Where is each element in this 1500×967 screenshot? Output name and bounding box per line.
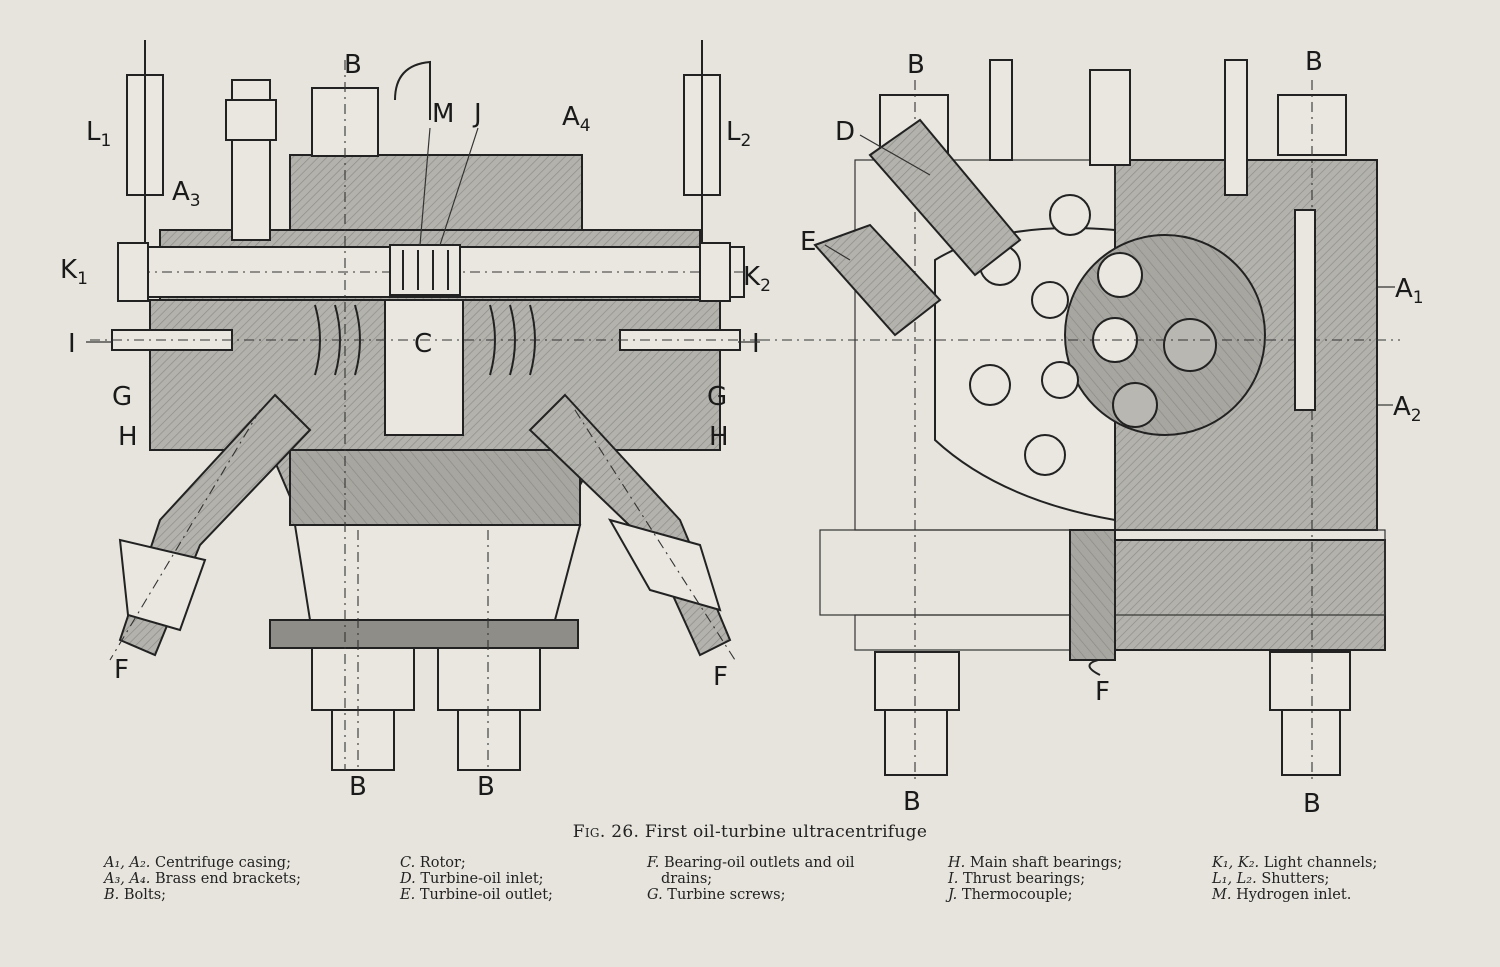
label-J: J	[472, 99, 482, 129]
legend-item: L₁, L₂. Shutters;	[1212, 871, 1330, 887]
figure-number: Fig. 26.	[572, 822, 640, 842]
legend-col-4: H. Main shaft bearings; I. Thrust bearin…	[948, 855, 1122, 903]
label-A4: A4	[562, 102, 591, 136]
legend-item: G. Turbine screws;	[647, 887, 786, 903]
label-B-left-top: B	[344, 50, 362, 80]
label-F-left: F	[114, 655, 129, 685]
legend-item: drains;	[661, 871, 713, 887]
label-H-left: H	[118, 422, 138, 452]
label-G-right: G	[707, 382, 727, 412]
label-B-right-top-2: B	[1305, 47, 1323, 77]
label-B-right-2: B	[1303, 789, 1321, 819]
label-E: E	[800, 227, 816, 257]
right-elevation-view	[760, 59, 1400, 780]
label-L1: L1	[86, 117, 111, 151]
label-B-right-top-1: B	[907, 50, 925, 80]
label-M: M	[432, 99, 454, 129]
label-G-left: G	[112, 382, 132, 412]
legend-item: B. Bolts;	[104, 887, 167, 903]
label-F-right: F	[1095, 677, 1110, 707]
legend-col-3: F. Bearing-oil outlets and oil drains; G…	[647, 855, 855, 903]
legend-col-5: K₁, K₂. Light channels; L₁, L₂. Shutters…	[1212, 855, 1377, 903]
label-H-right: H	[709, 422, 729, 452]
label-B-left-1: B	[349, 772, 367, 802]
label-A2: A2	[1393, 392, 1422, 426]
legend-item: K₁, K₂. Light channels;	[1212, 855, 1378, 871]
diagram-labels: L1 L2 B M J A4 A3 K1 K2 I I C G G H H F …	[60, 47, 1424, 819]
label-I-left: I	[68, 329, 76, 359]
label-B-left-2: B	[477, 772, 495, 802]
legend-item: C. Rotor;	[400, 855, 466, 871]
legend-item: F. Bearing-oil outlets and oil	[647, 855, 855, 871]
label-I-right: I	[752, 329, 760, 359]
left-section-view	[90, 40, 760, 771]
label-D: D	[835, 117, 855, 147]
label-C: C	[414, 329, 432, 359]
legend-item: I. Thrust bearings;	[948, 871, 1086, 887]
label-A1: A1	[1395, 274, 1424, 308]
legend-item: J. Thermocouple;	[948, 887, 1073, 903]
legend-item: H. Main shaft bearings;	[948, 855, 1123, 871]
legend-item: A₃, A₄. Brass end brackets;	[104, 871, 302, 887]
label-B-right-1: B	[903, 787, 921, 817]
label-A3: A3	[172, 177, 201, 211]
legend-item: A₁, A₂. Centrifuge casing;	[104, 855, 291, 871]
legend-item: M. Hydrogen inlet.	[1212, 887, 1352, 903]
label-K2: K2	[743, 262, 771, 296]
legend-item: E. Turbine-oil outlet;	[400, 887, 553, 903]
legend-col-1: A₁, A₂. Centrifuge casing; A₃, A₄. Brass…	[104, 855, 301, 903]
figure-title: First oil-turbine ultracentrifuge	[644, 822, 928, 842]
label-K1: K1	[60, 255, 88, 289]
label-F-mid: F	[713, 662, 728, 692]
legend-col-2: C. Rotor; D. Turbine-oil inlet; E. Turbi…	[400, 855, 553, 903]
legend-item: D. Turbine-oil inlet;	[400, 871, 544, 887]
label-L2: L2	[726, 117, 751, 151]
figure-caption: Fig. 26. First oil-turbine ultracentrifu…	[0, 822, 1500, 842]
